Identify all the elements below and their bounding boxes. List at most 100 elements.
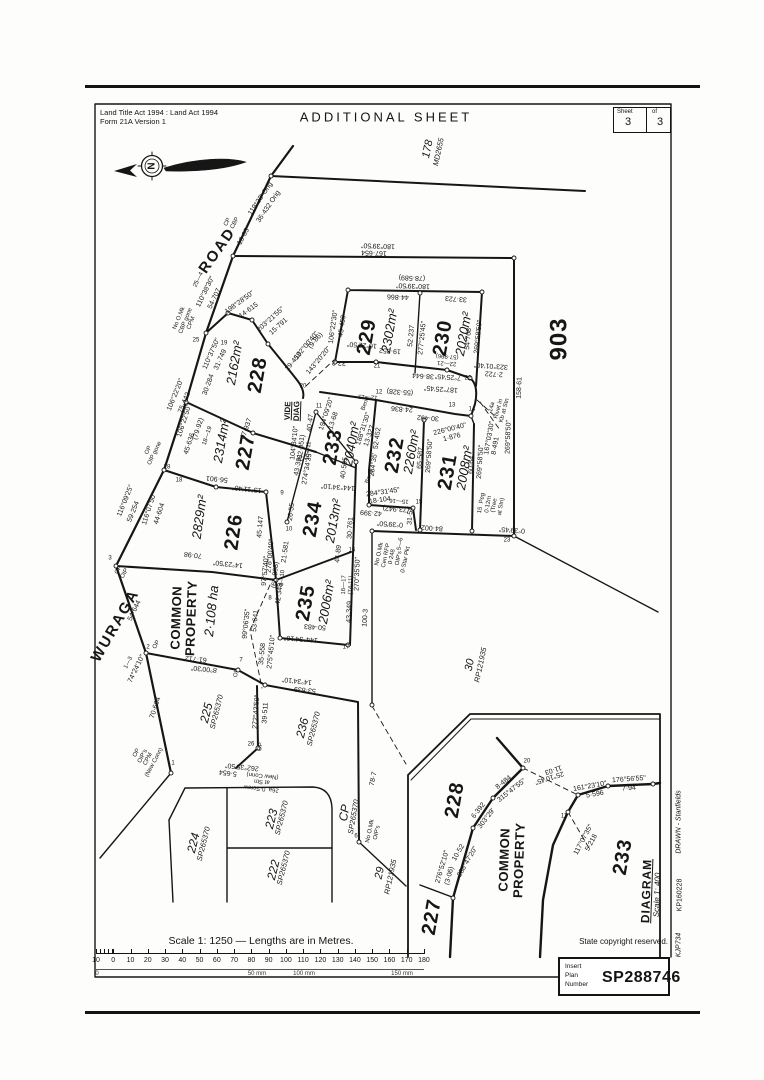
plan-number-label: Insert Plan Number [565,963,589,988]
ruler-number: 0 [111,957,116,964]
plan-label: 30·492 [416,413,440,422]
plan-label: 60·64 [467,455,476,475]
plan-label: 15 [415,499,423,506]
ruler-number: 180 [418,957,430,964]
scale-ruler-line [96,953,424,954]
ruler-number: 150 [366,957,379,964]
ruler-mm-label: 0 [95,970,99,977]
plan-label: 13 [448,402,456,409]
margin-ref-kp160228: KP160228 [676,878,684,912]
ruler-tick [182,948,184,954]
plan-label: 14 [468,406,476,413]
plan-label: 2 [146,644,150,651]
plan-label: 23 [503,537,511,544]
plan-label: 33·723 [444,294,468,303]
form-line: Form 21A Version 1 [100,117,166,127]
plan-label: 16 [348,547,356,554]
plan-label: 11 [315,403,323,410]
sheet-label: Sheet [617,109,633,115]
plan-label: 6 [354,833,358,840]
plan-label: 22 [464,375,472,382]
plan-label: 20 [299,383,307,390]
ruler-number: 90 [264,957,273,964]
copyright-note: State copyright reserved. [579,937,668,946]
ruler-tick [251,948,253,954]
ruler-number: 170 [400,957,413,964]
scale-text: Scale 1: 1250 — Lengths are in Metres. [168,935,354,947]
plan-label: N [146,162,158,170]
ruler-tick [216,948,218,954]
plan-label: 65·587 [416,446,425,470]
plan-label: 44·866 [386,292,409,301]
plan-label: COMMON PROPERTY [495,822,528,899]
ruler-number: 160 [383,957,396,964]
north-arrow-icon [114,151,247,181]
plan-label: 15—16 [389,496,409,505]
ruler-number: 70 [230,957,238,964]
plan-label: 22—21 (57·996) [435,352,459,367]
plan-label: 7·94 [621,784,637,793]
scale-ruler-mm-line [96,969,424,970]
plan-label: 158·61 [515,376,524,399]
ruler-number: 80 [247,957,256,964]
plan-label: 28 [163,464,171,471]
scale-ruler-hatch [96,949,114,953]
plan-label: 31·54 [406,506,415,526]
ruler-number: 50 [195,957,204,964]
ruler-number: 100 [280,957,292,964]
plan-label: 50·483 [303,622,327,631]
ruler-tick [113,948,115,954]
plan-label: 84·002 [420,523,444,532]
plan-label: 17 [342,644,350,651]
plan-label: 100·3 [361,608,370,628]
sheet-total: 3 [657,116,664,128]
ruler-mm-label: 100 mm [293,970,315,977]
ruler-tick [337,948,339,954]
ruler-tick [199,948,201,954]
ruler-tick [303,948,305,954]
plan-label: 42·399 [359,508,383,517]
ruler-tick [423,948,425,954]
plan-label: 20 [523,758,531,765]
plan-number: SP288746 [602,969,681,986]
ruler-number: 130 [331,957,344,964]
plan-label: 12 [375,389,383,396]
plan-label: 1 [171,760,175,767]
ruler-tick [320,948,322,954]
ruler-mm-label: 50 mm [247,970,267,977]
plan-label: 39·511 [261,702,270,724]
form-identification: Land Title Act 1994 : Land Act 1994 Form… [100,108,218,127]
ruler-number: 10 [92,957,100,964]
plan-label: 11 [560,813,568,820]
ruler-tick [130,948,132,954]
ruler-number: 40 [178,957,187,964]
ruler-mm-label: 150 mm [391,970,413,977]
act-line: Land Title Act 1994 : Land Act 1994 [100,108,219,117]
plan-label: COMMON PROPERTY [167,580,200,657]
ruler-number: 10 [126,957,135,964]
ruler-number: 140 [349,957,361,964]
ruler-tick [389,948,391,954]
plan-label: 19·352 [378,346,402,355]
margin-ref-drawn: DRAWN - Stanfields [675,790,683,854]
ruler-tick [372,948,374,954]
ruler-tick [406,948,408,954]
plan-label: 26a 0·Screw at Stn (New Conn) [243,770,280,793]
plan-label: VIDE DIAG [282,400,302,422]
sheet-number-box: Sheet of 3 3 [613,107,671,133]
plan-label: 32·2 [331,358,347,367]
plan-label: 16—17 (74·11) [340,575,355,595]
ruler-tick [285,948,287,954]
plan-label: 3 [108,555,112,562]
ruler-tick [96,948,97,954]
plan-label: 38·644 [411,371,435,380]
plan-label: 30·761 [346,516,355,540]
ruler-tick [165,948,167,954]
top-rule [85,85,700,88]
plan-label: 15 Peg 0·12m (Tree at Stn) [476,492,507,516]
bottom-rule [85,1011,700,1014]
ruler-number: 20 [143,957,152,964]
ruler-number: 60 [212,957,221,964]
